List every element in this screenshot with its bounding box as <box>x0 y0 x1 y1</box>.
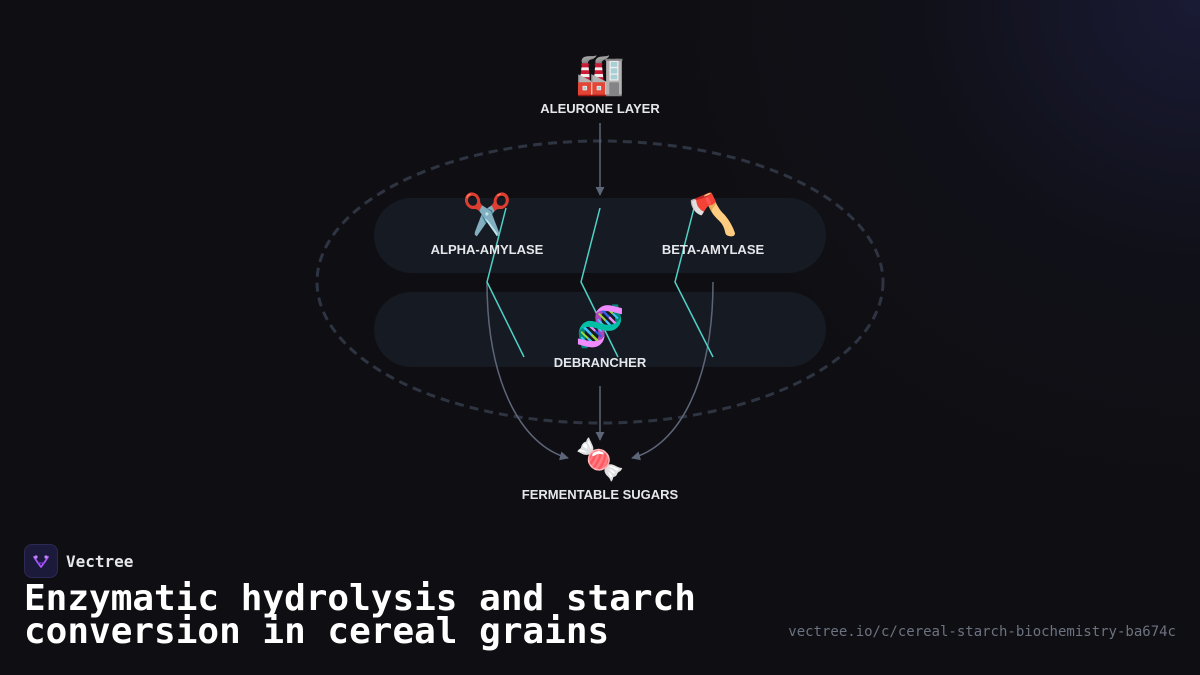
edge-beta-to-sugars <box>631 281 714 461</box>
brand-name: Vectree <box>66 551 134 571</box>
page-title: Enzymatic hydrolysis and starch conversi… <box>24 578 696 652</box>
lightning-beta <box>674 207 714 358</box>
node-label-debrancher: DEBRANCHER <box>554 355 647 370</box>
dna-icon: 🧬 <box>575 302 625 350</box>
node-label-beta: BETA-AMYLASE <box>662 242 765 257</box>
node-label-aleurone: ALEURONE LAYER <box>540 101 660 116</box>
enzyme-lane-bottom <box>374 292 826 367</box>
scissors-icon: ✂️ <box>462 190 512 238</box>
axe-icon: 🪓 <box>688 191 738 238</box>
factory-icon: 🏭 <box>575 52 625 98</box>
edge-alpha-to-sugars <box>486 281 569 461</box>
share-url[interactable]: vectree.io/c/cereal-starch-biochemistry-… <box>788 624 1176 640</box>
node-debrancher[interactable]: 🧬 DEBRANCHER <box>554 302 647 370</box>
lightning-center <box>580 207 619 358</box>
vectree-logo-icon <box>24 544 58 578</box>
enzyme-lane-top <box>374 198 826 273</box>
node-alpha-amylase[interactable]: ✂️ ALPHA-AMYLASE <box>431 190 544 257</box>
node-beta-amylase[interactable]: 🪓 BETA-AMYLASE <box>662 191 765 257</box>
node-fermentable-sugars[interactable]: 🍬 FERMENTABLE SUGARS <box>522 436 679 502</box>
node-label-sugars: FERMENTABLE SUGARS <box>522 487 679 502</box>
candy-icon: 🍬 <box>575 436 625 483</box>
node-aleurone-layer[interactable]: 🏭 ALEURONE LAYER <box>540 52 660 116</box>
brand[interactable]: Vectree <box>24 544 133 578</box>
lightning-alpha <box>486 207 525 358</box>
node-label-alpha: ALPHA-AMYLASE <box>431 242 544 257</box>
